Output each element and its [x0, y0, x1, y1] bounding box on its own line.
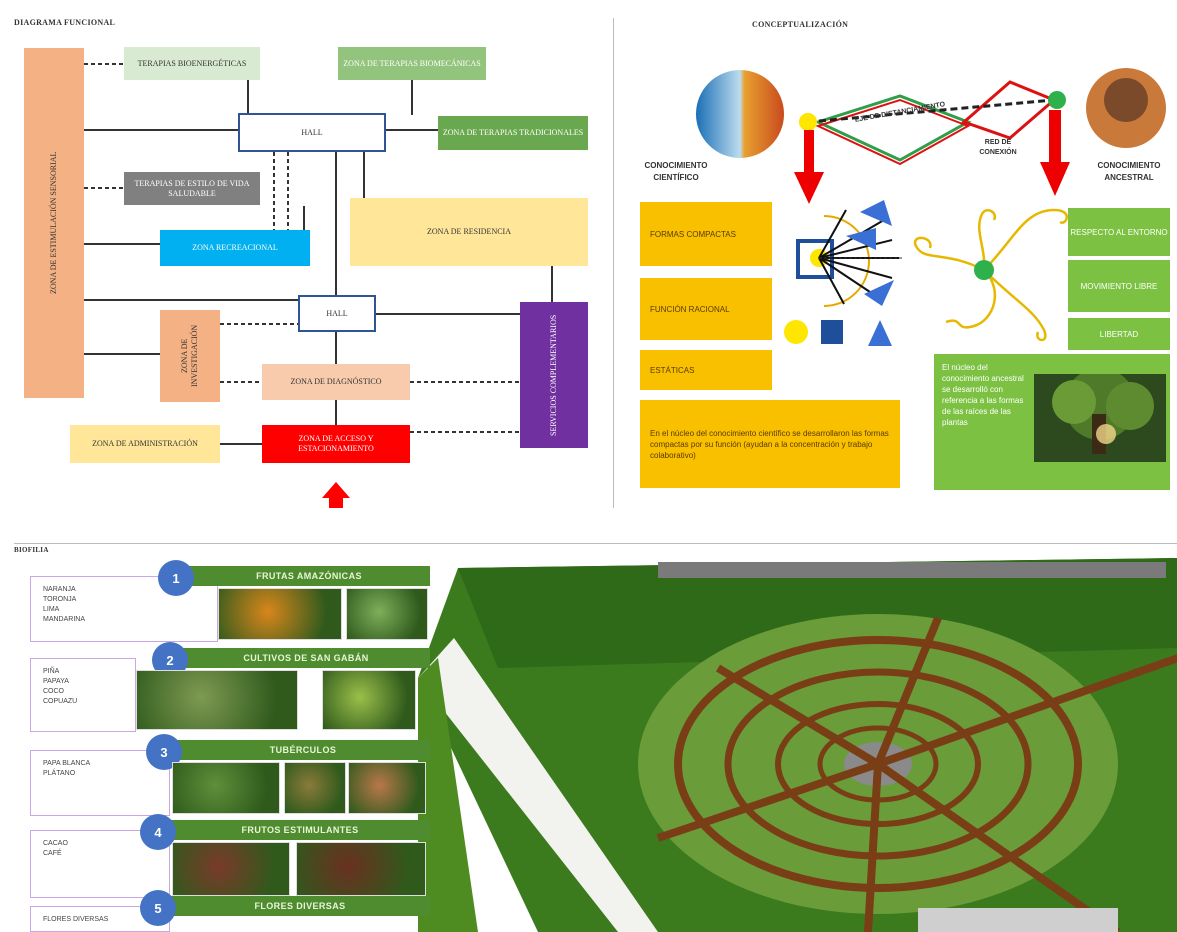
zona-residencia: ZONA DE RESIDENCIA [350, 198, 588, 266]
section-divider [613, 18, 614, 508]
crop-photo [322, 670, 416, 730]
aerial-site-view [418, 558, 1177, 932]
zona-recreacional: ZONA RECREACIONAL [160, 230, 310, 266]
terapias-bioenergeticas: TERAPIAS BIOENERGÉTICAS [124, 47, 260, 80]
biofilia-divider [14, 543, 1177, 544]
zona-estimulacion-sensorial: ZONA DE ESTIMULACIÓN SENSORIAL [24, 48, 84, 398]
crop-photo [284, 762, 346, 814]
respeto-entorno-box: RESPECTO AL ENTORNO [1068, 208, 1170, 256]
red-conexion-label: RED DE CONEXIÓN [979, 139, 1017, 156]
category-item: PIÑA [43, 668, 60, 675]
category-item: NARANJA [43, 586, 76, 593]
category-header: FLORES DIVERSAS [170, 896, 430, 916]
zona-terapias-biomecanicas: ZONA DE TERAPIAS BIOMECÁNICAS [338, 47, 486, 80]
hall-mid: HALL [298, 295, 376, 332]
entry-arrow-icon [322, 482, 350, 508]
nucleo-ancestral-panel: El núcleo del conocimiento ancestral se … [934, 354, 1170, 490]
category-item-list: PAPA BLANCA PLÁTANO [30, 750, 170, 816]
category-item: PAPAYA [43, 678, 69, 685]
movimiento-libre-box: MOVIMIENTO LIBRE [1068, 260, 1170, 312]
category-item: MANDARINA [43, 616, 86, 623]
zona-administracion: ZONA DE ADMINISTRACIÓN [70, 425, 220, 463]
category-item: CACAO [43, 840, 68, 847]
terapias-estilo-vida: TERAPIAS DE ESTILO DE VIDA SALUDABLE [124, 172, 260, 205]
category-item: PLÁTANO [43, 770, 76, 777]
category-item-list: PIÑA PAPAYA COCO COPUAZU [30, 658, 136, 732]
conocimiento-ancestral-label: CONOCIMIENTO ANCESTRAL [1097, 161, 1161, 182]
hall-top: HALL [238, 113, 386, 152]
category-item: COPUAZU [43, 698, 78, 705]
servicios-complementarios: SERVICIOS COMPLEMENTARIOS [520, 302, 588, 448]
zona-investigacion: ZONA DE INVESTIGACIÓN [160, 310, 220, 402]
biofilia-title: BIOFILIA [14, 546, 49, 554]
libertad-box: LIBERTAD [1068, 318, 1170, 350]
crop-photo [172, 842, 290, 896]
diagrama-title: DIAGRAMA FUNCIONAL [14, 18, 116, 27]
conocimiento-cientifico-label: CONOCIMIENTO CIENTÍFICO [644, 161, 708, 182]
zona-acceso-estacionamiento: ZONA DE ACCESO Y ESTACIONAMIENTO [262, 425, 410, 463]
zona-terapias-tradicionales: ZONA DE TERAPIAS TRADICIONALES [438, 116, 588, 150]
category-item: COCO [43, 688, 64, 695]
concepto-title: CONCEPTUALIZACIÓN [752, 20, 849, 29]
crop-photo [136, 670, 298, 730]
estaticas-box: ESTÁTICAS [640, 350, 772, 390]
formas-compactas-box: FORMAS COMPACTAS [640, 202, 772, 266]
category-header: FRUTAS AMAZÓNICAS [188, 566, 430, 586]
category-header: TUBÉRCULOS [176, 740, 430, 760]
category-header: CULTIVOS DE SAN GABÁN [182, 648, 430, 668]
nucleo-cientifico-box: En el núcleo del conocimiento científico… [640, 400, 900, 488]
category-item: TORONJA [43, 596, 77, 603]
category-item: FLORES DIVERSAS [43, 916, 109, 923]
category-item: PAPA BLANCA [43, 760, 91, 767]
category-item: CAFÉ [43, 850, 62, 857]
category-item: LIMA [43, 606, 60, 613]
crop-photo [218, 588, 342, 640]
zona-diagnostico: ZONA DE DIAGNÓSTICO [262, 364, 410, 400]
category-number-badge: 1 [158, 560, 194, 596]
funcion-racional-box: FUNCIÓN RACIONAL [640, 278, 772, 340]
category-number-badge: 5 [140, 890, 176, 926]
crop-photo [348, 762, 426, 814]
tree-photo [1034, 374, 1166, 462]
nucleo-ancestral-text: El núcleo del conocimiento ancestral se … [942, 363, 1024, 427]
brain-icon [696, 70, 784, 158]
category-number-badge: 4 [140, 814, 176, 850]
diagrama-connectors [84, 63, 553, 508]
crop-photo [296, 842, 426, 896]
crop-photo [172, 762, 280, 814]
crop-photo [346, 588, 428, 640]
concepto-graphic [696, 68, 1166, 346]
category-header: FRUTOS ESTIMULANTES [170, 820, 430, 840]
